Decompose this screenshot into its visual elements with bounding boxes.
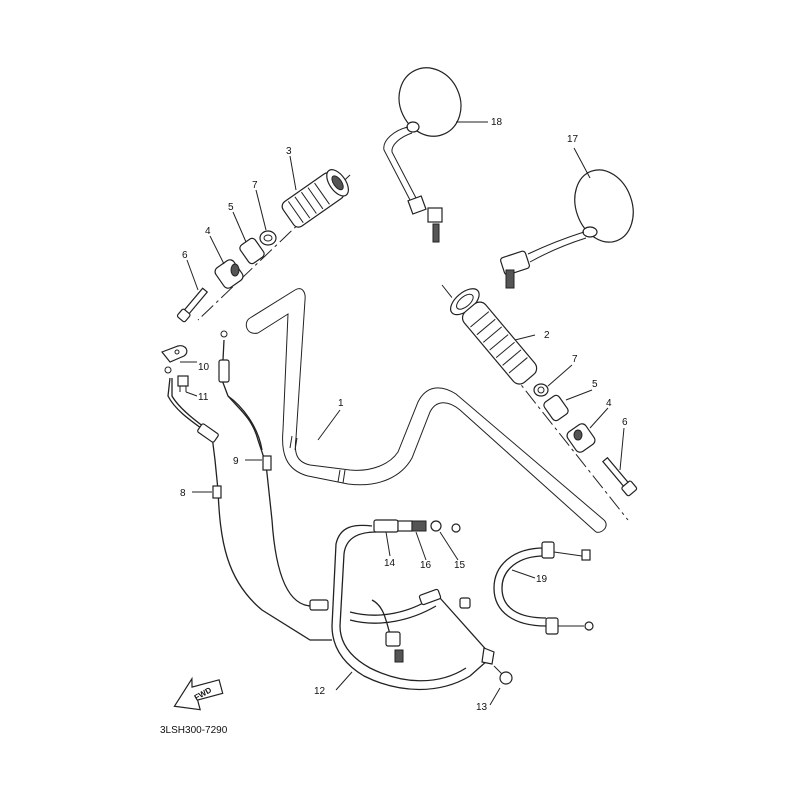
callout-9: 9 <box>233 456 239 467</box>
callout-7: 7 <box>252 180 258 191</box>
cable-12[interactable] <box>331 524 491 691</box>
callout-10: 10 <box>198 362 210 373</box>
leader-lines <box>180 121 625 706</box>
mirror-right[interactable] <box>500 162 643 289</box>
callout-3: 3 <box>286 146 292 157</box>
cable-9[interactable] <box>218 330 329 611</box>
callout-18: 18 <box>491 117 503 128</box>
collar-left[interactable] <box>259 230 277 246</box>
callout-2: 2 <box>544 330 550 341</box>
part-13[interactable] <box>481 647 513 685</box>
adjuster-14-16-15[interactable] <box>373 519 461 533</box>
fwd-arrow-icon: FWD <box>173 676 224 711</box>
cable-19[interactable] <box>493 541 594 635</box>
left-grip-assembly[interactable] <box>176 166 353 323</box>
callout-13: 13 <box>476 702 488 713</box>
right-grip-assembly[interactable] <box>441 284 638 521</box>
callout-16: 16 <box>420 560 432 571</box>
throttle-grip[interactable] <box>280 166 353 230</box>
callout-1: 1 <box>338 398 344 409</box>
diagram-code: 3LSH300-7290 <box>160 725 228 736</box>
callout-19: 19 <box>536 574 548 585</box>
callout-5: 5 <box>228 202 234 213</box>
spacer-right[interactable] <box>542 394 569 422</box>
clamp-10[interactable] <box>161 345 188 363</box>
callout-14: 14 <box>384 558 396 569</box>
callout-7-right: 7 <box>572 354 578 365</box>
callout-15: 15 <box>454 560 466 571</box>
mirror-left[interactable] <box>383 58 472 243</box>
callout-4: 4 <box>205 226 211 237</box>
bolt-right[interactable] <box>601 456 638 497</box>
callout-6-right: 6 <box>622 417 628 428</box>
callout-5-right: 5 <box>592 379 598 390</box>
callout-6: 6 <box>182 250 188 261</box>
callout-12: 12 <box>314 686 326 697</box>
callouts: 3 7 5 4 6 10 11 8 9 1 2 7 5 4 6 17 18 14… <box>180 117 628 713</box>
grip-right[interactable] <box>446 284 542 389</box>
weight-left[interactable] <box>213 258 245 290</box>
callout-17: 17 <box>567 134 579 145</box>
callout-11: 11 <box>198 392 209 403</box>
bolt-left[interactable] <box>176 287 209 323</box>
screw-11[interactable] <box>177 375 189 392</box>
cable-8[interactable] <box>164 366 332 641</box>
callout-4-right: 4 <box>606 398 612 409</box>
handlebar[interactable] <box>245 288 607 533</box>
collar-right[interactable] <box>533 383 549 397</box>
callout-8: 8 <box>180 488 186 499</box>
